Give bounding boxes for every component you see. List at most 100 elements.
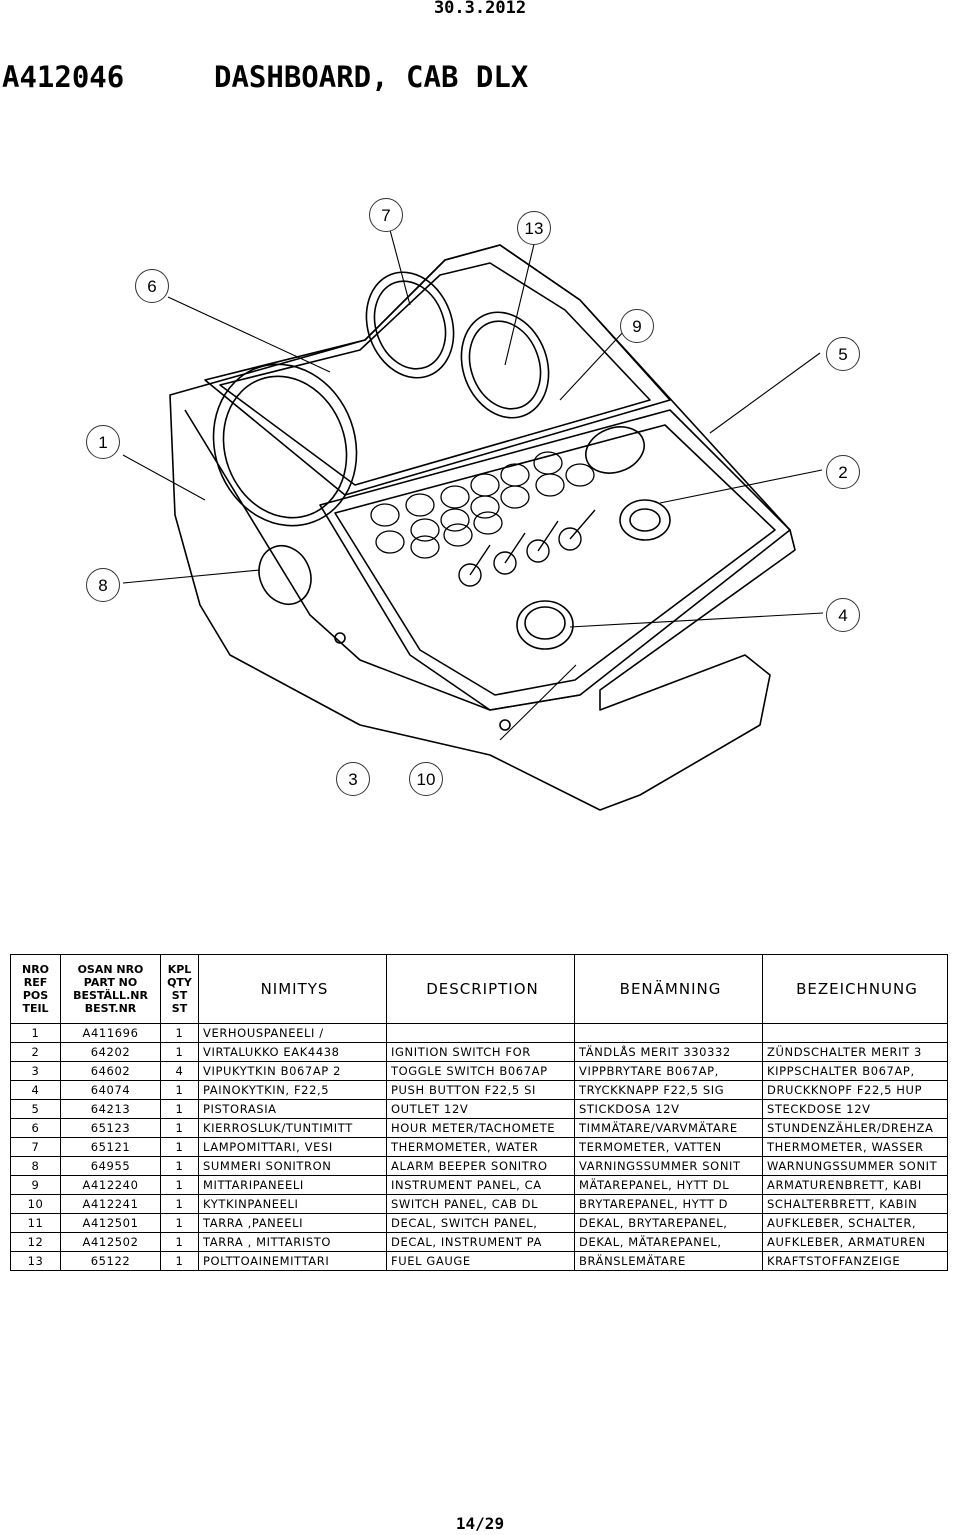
header-bezeichnung: BEZEICHNUNG (762, 954, 948, 1024)
row-part-no: 65121 (60, 1137, 161, 1157)
row-nimitys: KYTKINPANEELI (198, 1194, 387, 1214)
callout-8: 8 (86, 568, 120, 602)
row-qty: 1 (160, 1080, 199, 1100)
row-benamning: TÄNDLÅS MERIT 330332 (574, 1042, 763, 1062)
large-gauge-ring (212, 363, 358, 527)
row-qty: 4 (160, 1061, 199, 1081)
row-benamning: DEKAL, MÄTAREPANEL, (574, 1232, 763, 1252)
row-part-no: A412502 (60, 1232, 161, 1252)
row-nimitys: TARRA , MITTARISTO (198, 1232, 387, 1252)
row-bezeichnung: ARMATURENBRETT, KABI (762, 1175, 948, 1195)
row-bezeichnung: STUNDENZÄHLER/DREHZA (762, 1118, 948, 1138)
row-bezeichnung: SCHALTERBRETT, KABIN (762, 1194, 948, 1214)
row-benamning: TERMOMETER, VATTEN (574, 1137, 763, 1157)
screw (334, 632, 346, 644)
row-bezeichnung: WARNUNGSSUMMER SONIT (762, 1156, 948, 1176)
row-nro: 11 (10, 1213, 61, 1233)
toggle-switches (458, 509, 596, 587)
row-nimitys: LAMPOMITTARI, VESI (198, 1137, 387, 1157)
row-qty: 1 (160, 1232, 199, 1252)
row-part-no: 64074 (60, 1080, 161, 1100)
gauge-top-1-face (373, 280, 447, 370)
screw (499, 719, 511, 731)
callout-2: 2 (826, 455, 860, 489)
callout-6: 6 (135, 269, 169, 303)
row-qty: 1 (160, 1175, 199, 1195)
callout-4: 4 (826, 598, 860, 632)
large-gauge-face (222, 375, 348, 519)
document-title: A412046 DASHBOARD, CAB DLX (2, 60, 528, 94)
row-bezeichnung: AUFKLEBER, SCHALTER, (762, 1213, 948, 1233)
row-description: FUEL GAUGE (386, 1251, 575, 1271)
leader-lines (122, 229, 824, 741)
instrument-panel-inner (219, 262, 651, 486)
row-nimitys: VIRTALUKKO EAK4438 (198, 1042, 387, 1062)
row-nro: 8 (10, 1156, 61, 1176)
header-description: DESCRIPTION (386, 954, 575, 1024)
housing-outline (169, 244, 796, 811)
row-nro: 10 (10, 1194, 61, 1214)
row-qty: 1 (160, 1042, 199, 1062)
row-description: SWITCH PANEL, CAB DL (386, 1194, 575, 1214)
row-bezeichnung: ZÜNDSCHALTER MERIT 3 (762, 1042, 948, 1062)
row-description: INSTRUMENT PANEL, CA (386, 1175, 575, 1195)
assembly-code: A412046 (2, 60, 125, 94)
document-date: 30.3.2012 (433, 0, 527, 18)
row-bezeichnung: THERMOMETER, WASSER (762, 1137, 948, 1157)
callout-10: 10 (409, 762, 443, 796)
row-bezeichnung: KRAFTSTOFFANZEIGE (762, 1251, 948, 1271)
row-benamning: TIMMÄTARE/VARVMÄTARE (574, 1118, 763, 1138)
row-bezeichnung: STECKDOSE 12V (762, 1099, 948, 1119)
housing-inner-edge (184, 409, 581, 711)
power-outlet (585, 426, 645, 474)
row-nro: 12 (10, 1232, 61, 1252)
row-qty: 1 (160, 1137, 199, 1157)
row-description: PUSH BUTTON F22,5 SI (386, 1080, 575, 1100)
row-benamning: VARNINGSSUMMER SONIT (574, 1156, 763, 1176)
row-benamning: STICKDOSA 12V (574, 1099, 763, 1119)
row-description: IGNITION SWITCH FOR (386, 1042, 575, 1062)
row-part-no: A411696 (60, 1023, 161, 1043)
row-benamning: TRYCKKNAPP F22,5 SIG (574, 1080, 763, 1100)
row-nro: 4 (10, 1080, 61, 1100)
row-part-no: 64602 (60, 1061, 161, 1081)
row-benamning: DEKAL, BRYTAREPANEL, (574, 1213, 763, 1233)
row-nimitys: KIERROSLUK/TUNTIMITT (198, 1118, 387, 1138)
row-nimitys: VIPUKYTKIN B067AP 2 (198, 1061, 387, 1081)
row-bezeichnung (762, 1023, 948, 1043)
switch-panel (319, 409, 791, 711)
row-bezeichnung: KIPPSCHALTER B067AP, (762, 1061, 948, 1081)
row-nro: 13 (10, 1251, 61, 1271)
callout-7: 7 (369, 198, 403, 232)
row-description: DECAL, INSTRUMENT PA (386, 1232, 575, 1252)
row-part-no: 64213 (60, 1099, 161, 1119)
row-description: DECAL, SWITCH PANEL, (386, 1213, 575, 1233)
row-benamning: MÄTAREPANEL, HYTT DL (574, 1175, 763, 1195)
row-nimitys: MITTARIPANEELI (198, 1175, 387, 1195)
row-description: ALARM BEEPER SONITRO (386, 1156, 575, 1176)
row-qty: 1 (160, 1099, 199, 1119)
row-part-no: A412240 (60, 1175, 161, 1195)
gauge-top-2 (460, 311, 550, 419)
assembly-name: DASHBOARD, CAB DLX (214, 60, 529, 94)
header-benamning: BENÄMNING (574, 954, 763, 1024)
row-part-no: A412501 (60, 1213, 161, 1233)
row-benamning: BRÄNSLEMÄTARE (574, 1251, 763, 1271)
row-description: OUTLET 12V (386, 1099, 575, 1119)
rocker-switch-grid (370, 451, 595, 559)
row-nimitys: PISTORASIA (198, 1099, 387, 1119)
row-part-no: 65122 (60, 1251, 161, 1271)
dashboard-drawing (122, 229, 824, 811)
